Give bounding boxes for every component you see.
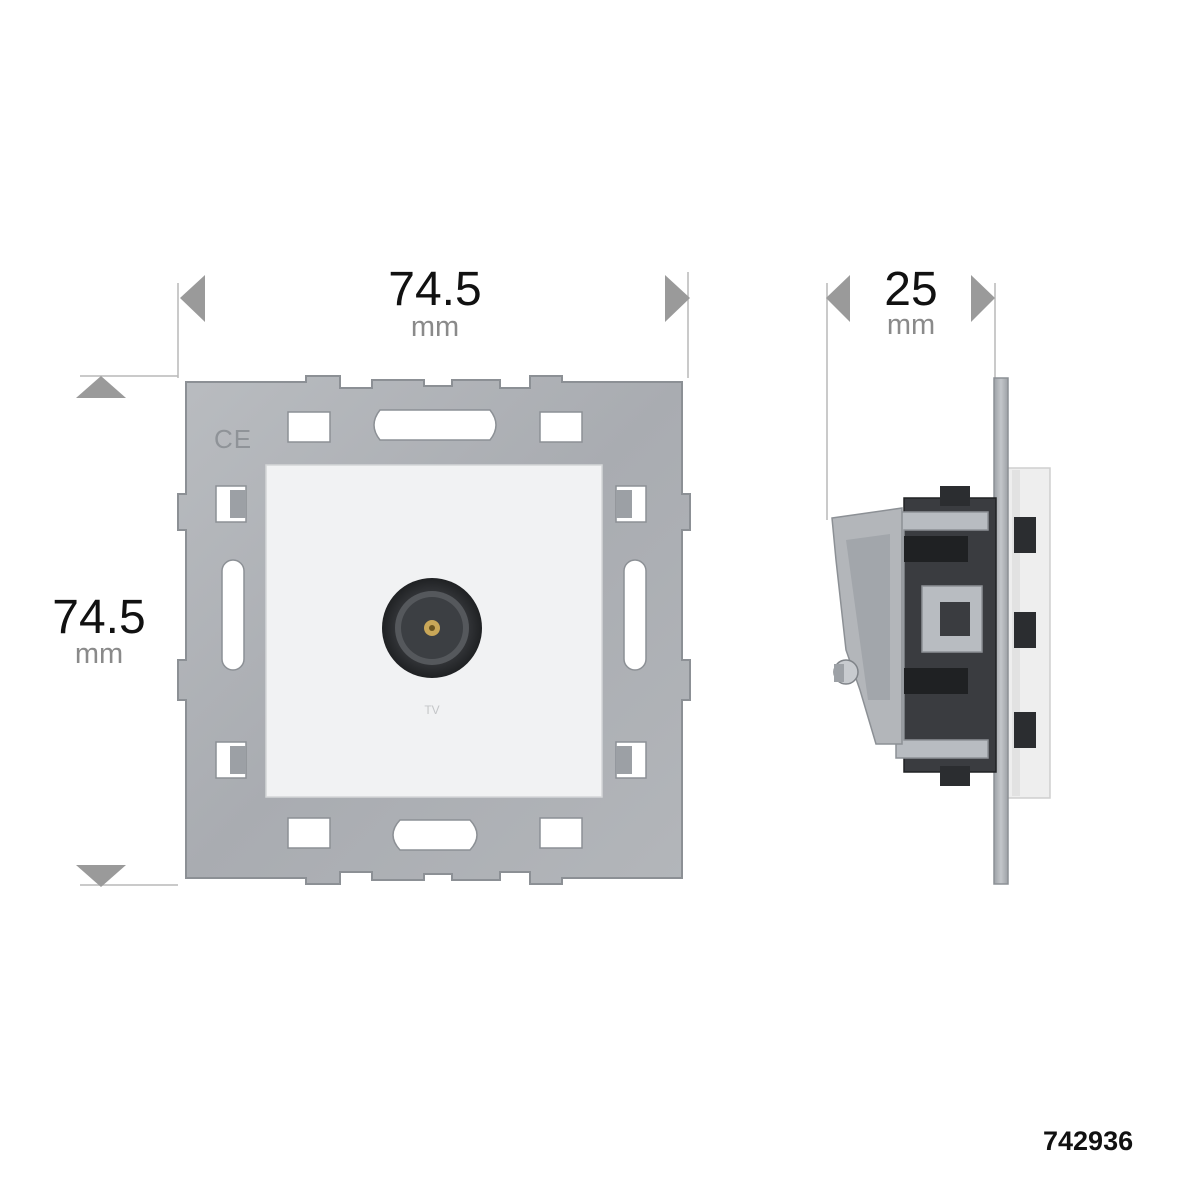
depth-value: 25	[884, 263, 938, 316]
side-faceplate-clips	[1014, 517, 1036, 748]
cutout-bottom-right	[539, 817, 583, 849]
slot-top	[373, 409, 497, 441]
frame-cutouts	[215, 409, 647, 851]
slot-right	[623, 559, 647, 671]
cutout-bottom-left	[287, 817, 331, 849]
slot-bottom	[392, 819, 478, 851]
front-view: CE TV	[177, 375, 691, 885]
width-right-arrow	[665, 275, 690, 322]
side-bracket	[895, 511, 989, 759]
tv-label: TV	[424, 703, 439, 717]
height-dimension-guide	[76, 375, 178, 887]
width-unit: mm	[410, 311, 460, 343]
height-unit: mm	[74, 638, 124, 670]
width-left-arrow	[180, 275, 205, 322]
depth-dimension-guide	[826, 275, 996, 520]
width-value: 74.5	[388, 263, 482, 316]
height-value: 74.5	[52, 591, 146, 644]
coax-connector	[382, 578, 482, 678]
width-dimension-guide	[177, 272, 690, 378]
depth-unit: mm	[886, 309, 936, 341]
side-housing-teeth	[940, 486, 970, 786]
height-bottom-arrow	[76, 865, 126, 887]
cutout-top-left	[287, 411, 331, 443]
frame-tabs	[230, 490, 632, 774]
slot-left	[221, 559, 245, 671]
depth-left-arrow	[826, 275, 850, 322]
height-top-arrow	[76, 376, 126, 398]
depth-right-arrow	[971, 275, 995, 322]
product-code: 742936	[1043, 1126, 1134, 1156]
side-view	[831, 377, 1051, 885]
ce-mark: CE	[214, 424, 252, 454]
cutout-top-right	[539, 411, 583, 443]
